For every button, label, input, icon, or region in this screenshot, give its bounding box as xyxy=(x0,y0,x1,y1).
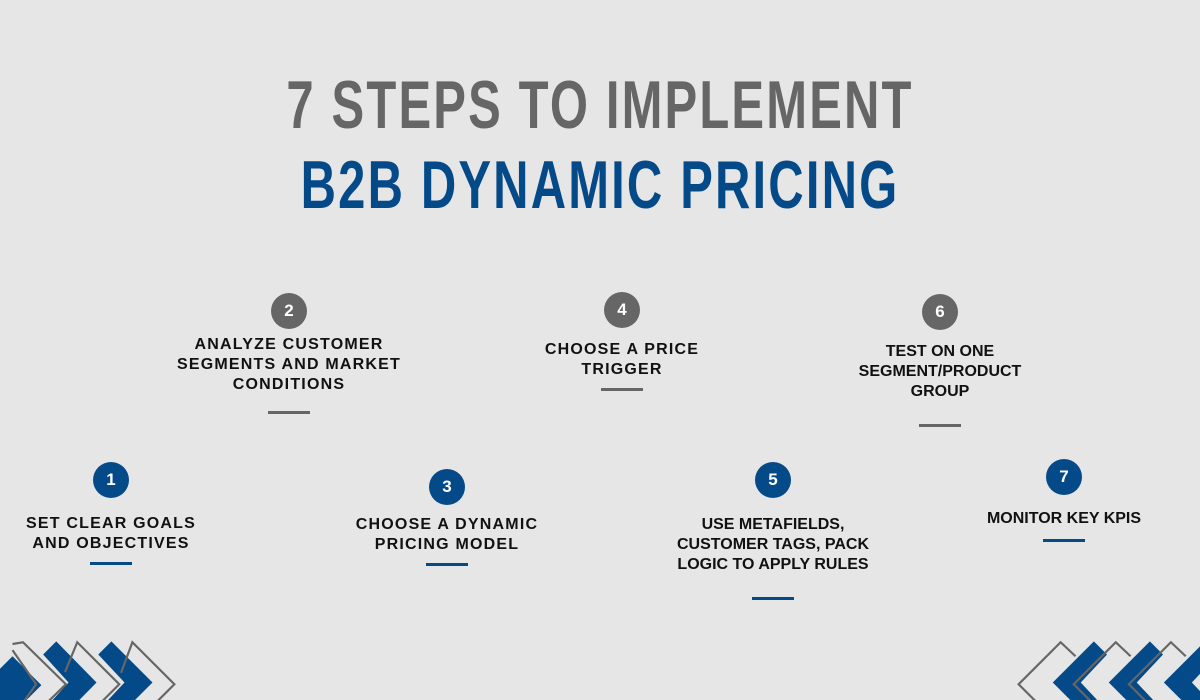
step-underline xyxy=(752,597,794,600)
step-3: 3 CHOOSE A DYNAMIC PRICING MODEL xyxy=(317,469,577,566)
step-underline xyxy=(268,411,310,414)
step-underline xyxy=(90,562,132,565)
step-underline xyxy=(919,424,961,427)
step-label: CHOOSE A PRICE TRIGGER xyxy=(544,341,700,378)
step-number-badge: 4 xyxy=(604,292,640,328)
step-number-badge: 5 xyxy=(755,462,791,498)
step-5: 5 USE METAFIELDS, CUSTOMER TAGS, PACK LO… xyxy=(643,462,903,600)
step-number-badge: 6 xyxy=(922,294,958,330)
step-label: MONITOR KEY KPIS xyxy=(986,510,1142,527)
step-underline xyxy=(426,563,468,566)
step-1: 1 SET CLEAR GOALS AND OBJECTIVES xyxy=(0,462,241,565)
step-label: TEST ON ONE SEGMENT/PRODUCT GROUP xyxy=(858,343,1022,400)
step-label: USE METAFIELDS, CUSTOMER TAGS, PACK LOGI… xyxy=(676,516,869,573)
step-4: 4 CHOOSE A PRICE TRIGGER xyxy=(492,292,752,391)
step-label: ANALYZE CUSTOMER SEGMENTS AND MARKET CON… xyxy=(177,336,401,393)
step-6: 6 TEST ON ONE SEGMENT/PRODUCT GROUP xyxy=(810,294,1070,427)
chevrons-left-icon xyxy=(1017,640,1200,700)
step-number-badge: 3 xyxy=(429,469,465,505)
title-line-2: B2B DYNAMIC PRICING xyxy=(300,147,900,223)
title-line-1: 7 STEPS TO IMPLEMENT xyxy=(286,67,914,143)
step-label: SET CLEAR GOALS AND OBJECTIVES xyxy=(25,515,196,552)
step-label: CHOOSE A DYNAMIC PRICING MODEL xyxy=(355,516,539,553)
step-number-badge: 2 xyxy=(271,293,307,329)
step-number-badge: 1 xyxy=(93,462,129,498)
step-2: 2 ANALYZE CUSTOMER SEGMENTS AND MARKET C… xyxy=(159,293,419,414)
step-7: 7 MONITOR KEY KPIS xyxy=(934,459,1194,542)
chevrons-right-icon xyxy=(0,640,176,700)
step-underline xyxy=(1043,539,1085,542)
step-number-badge: 7 xyxy=(1046,459,1082,495)
step-underline xyxy=(601,388,643,391)
